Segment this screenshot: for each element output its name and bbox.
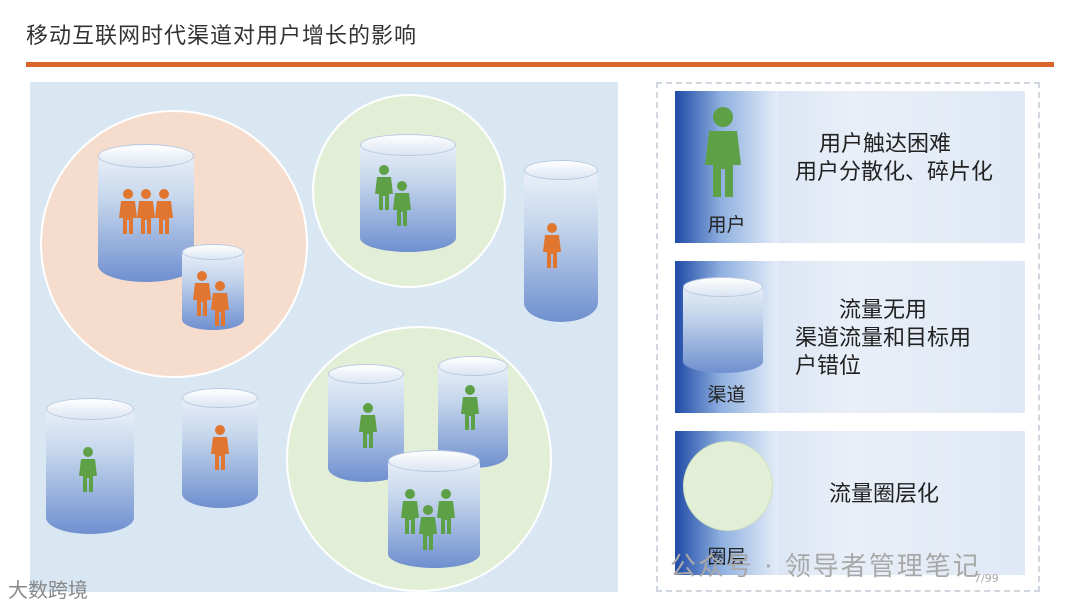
legend-line: 用户触达困难 — [819, 132, 952, 157]
brand-text: 大数跨境 — [8, 578, 88, 602]
brand-logo: 大数跨境 — [8, 574, 88, 603]
cylinder-small-1 — [182, 244, 244, 330]
legend-line: 流量圈层化 — [829, 482, 940, 507]
channel-icon-box: 渠道 — [675, 261, 778, 413]
legend-text-user: 用户触达困难 用户分散化、碎片化 — [787, 131, 1015, 187]
title-divider — [26, 62, 1054, 67]
legend-line: 用户分散化、碎片化 — [795, 160, 994, 185]
person-icon — [705, 107, 741, 197]
legend-text-circle: 流量圈层化 — [787, 481, 1015, 509]
people-layer — [79, 165, 561, 550]
person-icon-group-green — [79, 165, 479, 550]
legend-row-circle: 圈层 流量圈层化 — [675, 431, 1025, 575]
legend-frame — [656, 82, 1040, 592]
page-title: 移动互联网时代渠道对用户增长的影响 — [26, 24, 418, 49]
watermark-text: 公众号 · 领导者管理笔记 — [670, 552, 981, 582]
page-number: 7/99 — [974, 572, 999, 585]
cylinder-icon — [683, 277, 763, 373]
illustration-panel — [30, 82, 618, 592]
user-icon-box: 用户 — [675, 91, 778, 243]
legend-row-channel: 渠道 流量无用 渠道流量和目标用 户错位 — [675, 261, 1025, 413]
legend-line: 户错位 — [795, 354, 862, 379]
legend-label-circle: 圈层 — [707, 546, 746, 568]
legend-line: 渠道流量和目标用 — [795, 326, 972, 351]
circle-icon — [683, 441, 773, 531]
cylinder-bottom-b — [438, 356, 508, 468]
cylinder-bottom-c — [388, 450, 480, 568]
cylinder-right — [524, 160, 598, 322]
legend-text-channel: 流量无用 渠道流量和目标用 户错位 — [787, 297, 1015, 381]
legend-label-channel: 渠道 — [707, 384, 746, 406]
legend-row-user: 用户 用户触达困难 用户分散化、碎片化 — [675, 91, 1025, 243]
legend-label-user: 用户 — [707, 214, 746, 236]
person-icon-group-orange — [119, 189, 561, 470]
legend-line: 流量无用 — [839, 298, 928, 323]
circle-icon-box: 圈层 — [675, 431, 778, 575]
